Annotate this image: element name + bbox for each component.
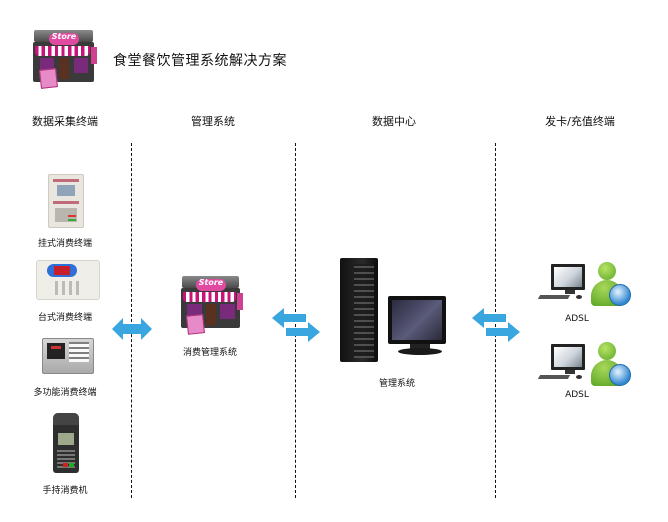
data-center-label: 管理系统 [378, 379, 415, 389]
divider-line [131, 143, 132, 498]
terminal-label: 挂式消费终端 [37, 239, 92, 249]
management-system-label: 消费管理系统 [182, 348, 237, 358]
adsl-label: ADSL [565, 390, 589, 400]
wall-mounted-terminal-icon [48, 174, 84, 228]
server-monitor-icon [340, 256, 450, 364]
exchange-arrow-icon [472, 308, 520, 344]
page-title: 食堂餐饮管理系统解决方案 [113, 53, 287, 69]
title-store-icon: Store [30, 30, 98, 89]
terminal-label: 多功能消费终端 [33, 388, 97, 398]
bidirectional-arrow-icon [112, 318, 152, 340]
pc-user-globe-icon [537, 262, 631, 310]
store-icon: Store [178, 276, 244, 335]
column-header-management: 管理系统 [191, 115, 235, 128]
adsl-label: ADSL [565, 314, 589, 324]
terminal-label: 手持消费机 [42, 486, 88, 496]
desktop-terminal-icon [36, 260, 100, 300]
column-header-data-center: 数据中心 [372, 115, 416, 128]
column-header-data-collection: 数据采集终端 [32, 115, 98, 128]
column-header-card-terminal: 发卡/充值终端 [545, 115, 615, 128]
handheld-terminal-icon [53, 413, 79, 473]
pc-user-globe-icon [537, 342, 631, 390]
exchange-arrow-icon [272, 308, 320, 344]
terminal-label: 台式消费终端 [37, 313, 92, 323]
multifunction-terminal-icon [42, 338, 94, 374]
